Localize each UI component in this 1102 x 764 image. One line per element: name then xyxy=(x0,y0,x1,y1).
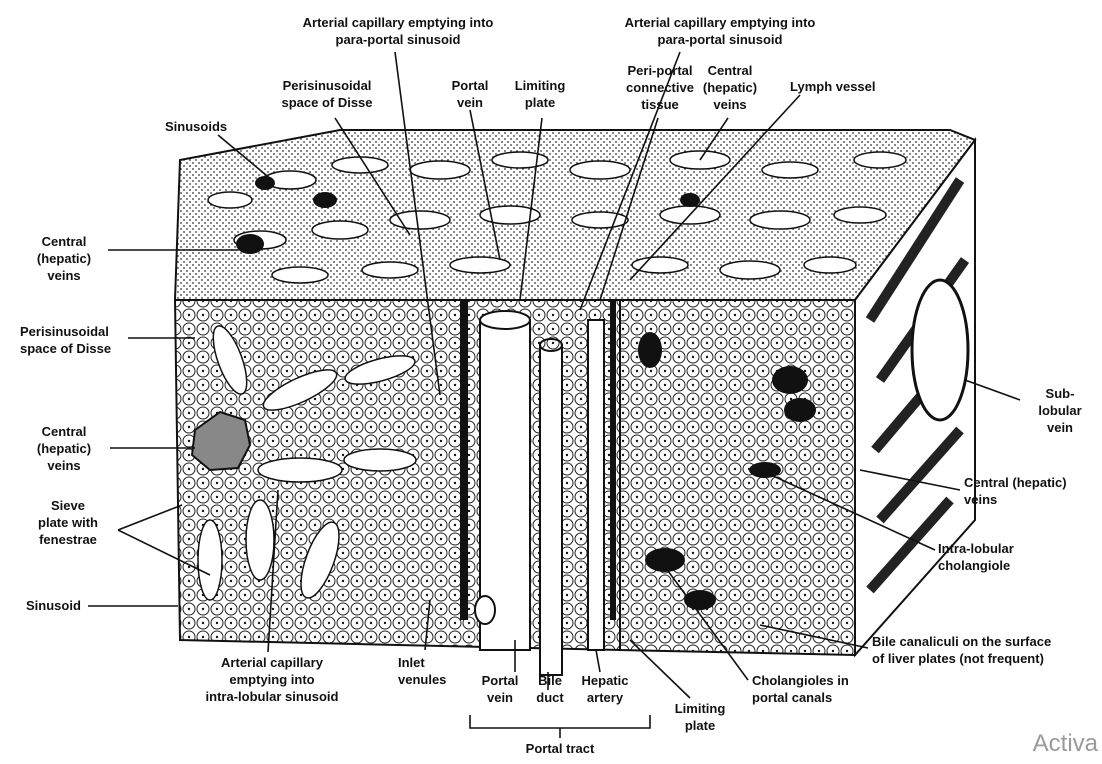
label-hepatic-artery: Hepatic artery xyxy=(570,672,640,706)
label-limiting-plate-top: Limiting plate xyxy=(500,77,580,111)
label-central-hepatic-veins-left-1: Central (hepatic) veins xyxy=(18,233,110,284)
label-perisinusoidal-space-top: Perisinusoidal space of Disse xyxy=(262,77,392,111)
label-portal-tract: Portal tract xyxy=(505,740,615,757)
label-cholangioles-portal-canals: Cholangioles in portal canals xyxy=(752,672,892,706)
bile-duct-column xyxy=(540,345,562,675)
label-central-hepatic-veins-left-2: Central (hepatic) veins xyxy=(18,423,110,474)
label-bile-canaliculi: Bile canaliculi on the surface of liver … xyxy=(872,633,1098,667)
hepatic-artery-column xyxy=(588,320,604,650)
label-perisinusoidal-space-left: Perisinusoidal space of Disse xyxy=(20,323,140,357)
label-arterial-capillary-para-portal-2: Arterial capillary emptying into para-po… xyxy=(585,14,855,48)
label-limiting-plate-bottom: Limiting plate xyxy=(660,700,740,734)
label-lymph-vessel: Lymph vessel xyxy=(790,78,900,95)
label-central-hepatic-veins-top: Central (hepatic) veins xyxy=(690,62,770,113)
limiting-plate-dark xyxy=(460,300,468,620)
label-sinusoid: Sinusoid xyxy=(26,597,96,614)
sublobular-vein-lumen xyxy=(912,280,968,420)
label-inlet-venules: Inlet venules xyxy=(398,654,468,688)
label-arterial-capillary-intra-lobular: Arterial capillary emptying into intra-l… xyxy=(182,654,362,705)
label-portal-vein-top: Portal vein xyxy=(440,77,500,111)
label-arterial-capillary-para-portal-1: Arterial capillary emptying into para-po… xyxy=(258,14,538,48)
label-intra-lobular-cholangiole: Intra-lobular cholangiole xyxy=(938,540,1058,574)
label-bile-duct: Bile duct xyxy=(530,672,570,706)
label-portal-vein-bottom: Portal vein xyxy=(470,672,530,706)
label-central-hepatic-veins-right: Central (hepatic) veins xyxy=(964,474,1094,508)
label-sinusoids: Sinusoids xyxy=(165,118,255,135)
watermark-text: Activa xyxy=(1033,730,1098,758)
label-sub-lobular-vein: Sub- lobular vein xyxy=(1025,385,1095,436)
label-sieve-plate-fenestrae: Sieve plate with fenestrae xyxy=(22,497,114,548)
